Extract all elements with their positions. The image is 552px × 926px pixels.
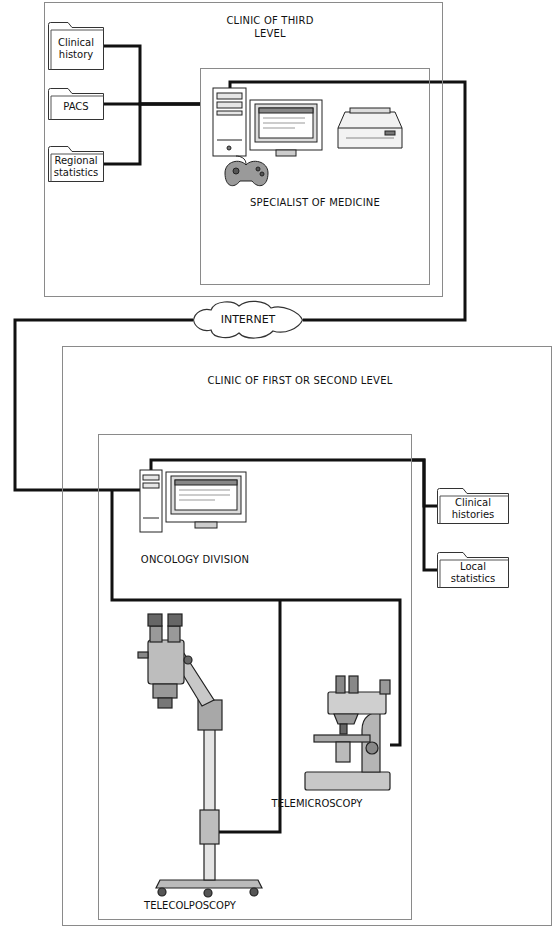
region-box: CLINIC OF FIRST OR SECOND LEVEL ONCOLOGY … bbox=[62, 346, 552, 926]
folder-label: Clinical histories bbox=[439, 497, 507, 521]
network-link bbox=[104, 104, 200, 164]
region-title: SPECIALIST OF MEDICINE bbox=[230, 196, 400, 209]
network-link bbox=[412, 460, 437, 570]
folder-inner-line bbox=[440, 560, 509, 588]
region-box: CLINIC OF THIRD LEVEL Clinical historyPAC… bbox=[44, 2, 443, 297]
network-link bbox=[104, 46, 200, 104]
colposcope-drawing bbox=[138, 614, 262, 897]
device-label: TELECOLPOSCOPY bbox=[125, 900, 255, 912]
folder-inner-line bbox=[440, 496, 509, 524]
region-title: ONCOLOGY DIVISION bbox=[125, 553, 265, 566]
data-folder: Clinical history bbox=[48, 22, 104, 70]
folder-label: Local statistics bbox=[439, 561, 507, 585]
data-folder: Clinical histories bbox=[437, 488, 509, 524]
folder-label: PACS bbox=[63, 101, 88, 113]
region-title: CLINIC OF THIRD LEVEL bbox=[215, 14, 325, 40]
data-folder: PACS bbox=[48, 88, 104, 120]
folder-inner-line bbox=[51, 154, 104, 182]
data-folder: Regional statistics bbox=[48, 146, 104, 182]
folder-label: Regional statistics bbox=[50, 155, 102, 179]
region-box: ONCOLOGY DIVISION bbox=[98, 434, 412, 920]
network-cloud: INTERNET bbox=[193, 300, 303, 340]
microscope-drawing bbox=[305, 676, 390, 790]
region-box: SPECIALIST OF MEDICINE bbox=[200, 68, 430, 285]
workstation-lower bbox=[98, 460, 412, 832]
region-title: CLINIC OF FIRST OR SECOND LEVEL bbox=[140, 374, 460, 387]
folder-inner-line bbox=[51, 30, 104, 70]
data-folder: Local statistics bbox=[437, 552, 509, 588]
folder-inner-line bbox=[51, 96, 104, 120]
cloud-label: INTERNET bbox=[221, 314, 276, 326]
device-label: TELEMICROSCOPY bbox=[252, 798, 382, 810]
workstation-upper bbox=[213, 82, 430, 186]
folder-label: Clinical history bbox=[50, 37, 102, 61]
